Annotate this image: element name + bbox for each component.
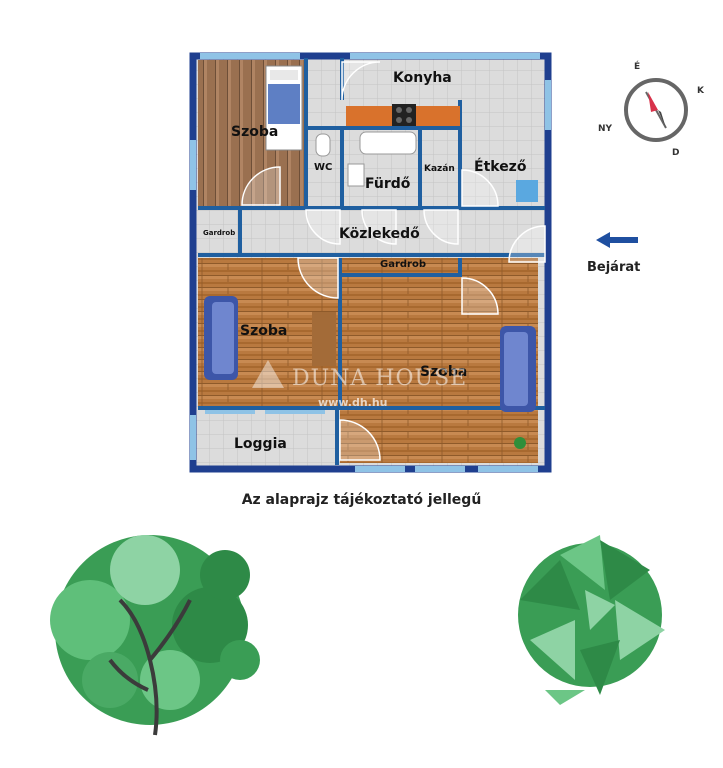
bed-blanket — [268, 84, 300, 124]
appliance — [516, 180, 538, 202]
watermark-logo-icon — [252, 360, 284, 388]
window — [190, 415, 196, 460]
floor-wood-room-right — [340, 408, 538, 463]
room-label-konyha: Konyha — [393, 70, 452, 86]
sink — [347, 163, 365, 187]
room-label-furdo: Fürdő — [365, 176, 411, 192]
room-label-szoba-right: Szoba — [420, 364, 468, 380]
loggia-floor — [200, 418, 332, 462]
entrance-label: Bejárat — [587, 260, 641, 275]
room-label-loggia: Loggia — [234, 436, 287, 452]
compass-icon — [624, 78, 688, 142]
window — [355, 466, 405, 472]
bush-left-icon — [50, 535, 260, 736]
room-label-szoba-left: Szoba — [240, 323, 288, 339]
door-arcs — [241, 61, 546, 461]
window — [350, 53, 540, 59]
room-label-gardrob-small: Gardrob — [203, 229, 236, 237]
desk — [312, 312, 336, 366]
room-label-gardrob-hall: Gardrob — [380, 259, 427, 270]
window — [200, 53, 300, 59]
window — [265, 408, 325, 414]
window — [190, 140, 196, 190]
sofa-right-cushion — [504, 332, 528, 406]
window — [415, 466, 465, 472]
plant-pot — [514, 437, 526, 449]
watermark-url: www.dh.hu — [318, 396, 388, 409]
window — [545, 80, 551, 130]
entrance-arrow-icon — [596, 232, 638, 248]
room-label-wc: WC — [314, 162, 333, 173]
toilet — [315, 133, 331, 157]
sofa-left-cushion — [212, 302, 234, 374]
compass-south: D — [672, 148, 680, 158]
window — [478, 466, 538, 472]
bush-right-icon — [518, 535, 665, 705]
disclaimer-caption: Az alaprajz tájékoztató jellegű — [241, 492, 482, 508]
room-label-kozlekedo: Közlekedő — [339, 226, 420, 242]
room-label-etkezo: Étkező — [474, 159, 527, 175]
room-label-szoba-top: Szoba — [231, 124, 279, 140]
compass-north: É — [634, 62, 641, 72]
compass-east: K — [697, 86, 704, 96]
room-label-kazan: Kazán — [424, 164, 455, 174]
window — [205, 408, 255, 414]
bed-pillow — [270, 70, 298, 80]
bathtub — [359, 131, 417, 155]
stove — [392, 104, 416, 126]
compass-northwest: NY — [598, 124, 613, 134]
watermark-name: DUNA HOUSE — [292, 366, 468, 391]
